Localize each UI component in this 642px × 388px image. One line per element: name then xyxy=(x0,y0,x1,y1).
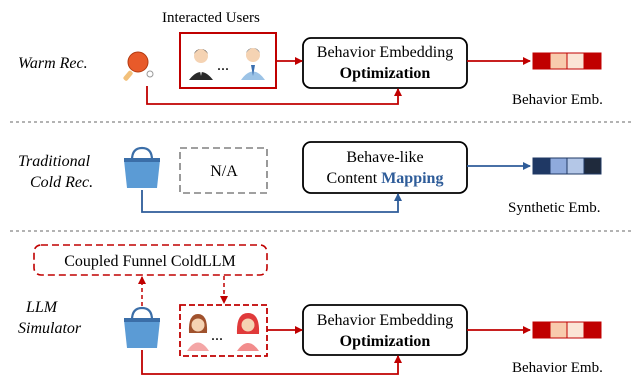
llm-box-line2: Optimization xyxy=(340,333,431,350)
llm-emb-cell-1 xyxy=(532,321,551,339)
traditional-cold-rec-section: Traditional Cold Rec. N/A Behave-like Co… xyxy=(18,141,602,216)
cold-synthetic-embedding xyxy=(532,157,602,175)
cold-box-line2: Content Mapping xyxy=(327,170,444,187)
cold-rec-title-line1: Traditional xyxy=(18,153,91,170)
warm-box-line1: Behavior Embedding xyxy=(317,44,453,61)
na-label: N/A xyxy=(210,163,238,180)
cold-emb-cell-3 xyxy=(566,157,585,175)
warm-emb-cell-3 xyxy=(566,52,585,70)
warm-emb-cell-2 xyxy=(549,52,568,70)
warm-optimization-box xyxy=(302,37,468,89)
llm-output-label: Behavior Emb. xyxy=(512,360,603,376)
cold-box-line2-bold: Mapping xyxy=(381,170,443,187)
llm-emb-cell-4 xyxy=(583,321,602,339)
llm-box-line1: Behavior Embedding xyxy=(317,312,453,329)
warm-box-line2: Optimization xyxy=(340,65,431,82)
cold-emb-cell-4 xyxy=(583,157,602,175)
cold-mapping-box xyxy=(302,141,468,194)
cold-rec-title-line2: Cold Rec. xyxy=(30,174,93,191)
interacted-users-label: Interacted Users xyxy=(162,10,260,26)
cold-emb-cell-2 xyxy=(549,157,568,175)
llm-title-line2: Simulator xyxy=(18,320,82,337)
ping-pong-paddle-icon xyxy=(123,51,154,81)
girl-user-icon xyxy=(236,313,260,351)
woman-user-icon xyxy=(187,314,209,351)
cold-box-line2-plain: Content xyxy=(327,170,378,187)
llm-simulator-section: LLM Simulator Coupled Funnel ColdLLM ... xyxy=(18,244,603,376)
warm-output-label: Behavior Emb. xyxy=(512,92,603,108)
shopping-bag-icon xyxy=(124,306,160,348)
llm-emb-cell-3 xyxy=(566,321,585,339)
llm-behavior-embedding xyxy=(532,321,602,339)
cold-item-to-box-arrow xyxy=(141,190,402,213)
man-user-icon xyxy=(189,49,213,80)
cold-emb-cell-1 xyxy=(532,157,551,175)
coldllm-label: Coupled Funnel ColdLLM xyxy=(64,253,236,270)
llm-users-ellipsis: ... xyxy=(211,327,223,344)
warm-emb-cell-1 xyxy=(532,52,551,70)
warm-rec-section: Warm Rec. Interacted Users ... Behavior … xyxy=(18,10,603,108)
cold-output-label: Synthetic Emb. xyxy=(508,200,601,216)
warm-rec-title: Warm Rec. xyxy=(18,55,88,72)
shopping-bag-icon xyxy=(124,146,160,188)
coldllm-box xyxy=(33,244,268,276)
llm-item-to-box-arrow xyxy=(141,350,402,375)
warm-behavior-embedding xyxy=(532,52,602,70)
warm-emb-cell-4 xyxy=(583,52,602,70)
llm-title-line1: LLM xyxy=(25,299,59,316)
warm-users-ellipsis: ... xyxy=(217,57,229,74)
warm-item-to-box-arrow xyxy=(146,86,402,105)
businessman-user-icon xyxy=(241,48,265,80)
llm-emb-cell-2 xyxy=(549,321,568,339)
cold-box-line1: Behave-like xyxy=(346,149,423,166)
